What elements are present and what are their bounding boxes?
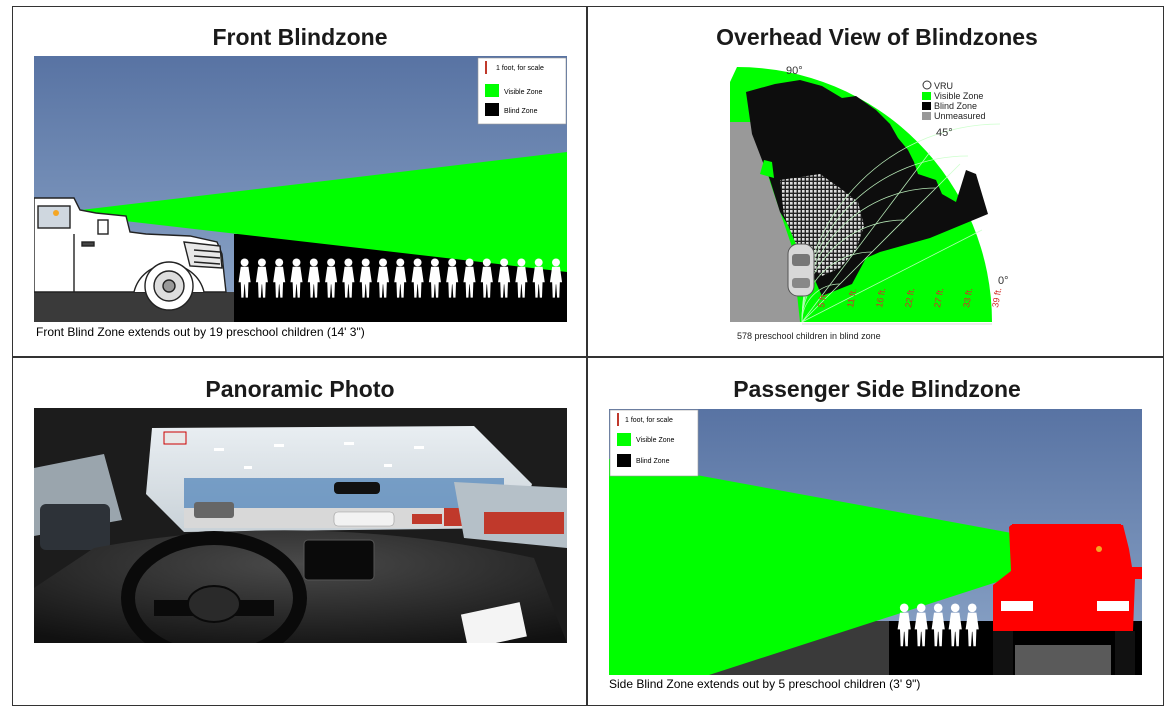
paper-document <box>460 602 527 643</box>
panoramic-photo-title: Panoramic Photo <box>205 376 395 402</box>
distance-label: 5 ft. <box>816 292 828 309</box>
child-silhouette <box>480 258 493 298</box>
distance-labels: 5 ft. 11 ft. 16 ft. 22 ft. 27 ft. 33 ft. 39 ft… <box>816 287 1003 308</box>
legend-unmeasured-label: Unmeasured <box>934 111 986 121</box>
overhead-blindzone-diagram: 5 ft. 11 ft. 16 ft. 22 ft. 27 ft. 33 ft. 39 ft… <box>730 65 1009 325</box>
red-truck-front <box>993 524 1142 675</box>
right-red-rack <box>484 512 564 534</box>
vehicle-top-view <box>787 243 815 297</box>
child-silhouette <box>498 258 511 298</box>
side-blindzone-caption: Side Blind Zone extends out by 5 prescho… <box>609 677 921 691</box>
legend-scale-label: 1 foot, for scale <box>625 417 673 424</box>
child-silhouette <box>948 603 962 647</box>
side-blindzone-title: Passenger Side Blindzone <box>733 376 1021 402</box>
distance-label: 39 ft. <box>990 287 1003 308</box>
child-silhouette <box>290 258 303 298</box>
front-blindzone-diagram: 1 foot, for scale Visible Zone Blind Zon… <box>34 56 567 322</box>
overhead-legend <box>922 80 932 120</box>
grid-divider-horizontal <box>12 356 1164 358</box>
rearview-mirror <box>334 482 380 494</box>
overhead-caption: 578 preschool children in blind zone <box>737 331 881 341</box>
angle-45-label: 45° <box>936 127 953 139</box>
legend-blind-label: Blind Zone <box>504 108 538 115</box>
children-row <box>238 258 563 298</box>
left-truck <box>40 504 110 550</box>
child-silhouette <box>342 258 355 298</box>
distance-label: 27 ft. <box>932 287 945 308</box>
pickup-truck-illustration <box>34 197 227 311</box>
child-silhouette <box>411 258 424 298</box>
distance-label: 16 ft. <box>874 287 887 308</box>
front-blindzone-title: Front Blindzone <box>212 24 388 50</box>
infotainment-screen <box>303 539 375 581</box>
legend-blind-label: Blind Zone <box>636 458 670 465</box>
driver-eye-point <box>53 210 59 216</box>
children-row <box>897 603 979 647</box>
front-blindzone-caption: Front Blind Zone extends out by 19 presc… <box>36 325 365 339</box>
side-blindzone-diagram: 1 foot, for scale Visible Zone Blind Zon… <box>609 409 1142 675</box>
child-silhouette <box>376 258 390 298</box>
child-silhouette <box>359 258 372 298</box>
windshield-sticker <box>163 431 187 445</box>
child-silhouette <box>965 603 979 647</box>
legend-vru-label: VRU <box>934 81 953 91</box>
steering-wheel <box>121 531 307 643</box>
child-silhouette <box>549 258 563 298</box>
child-silhouette <box>273 258 286 298</box>
legend-blind-label: Blind Zone <box>934 101 977 111</box>
child-silhouette <box>428 258 441 298</box>
legend-visible-label: Visible Zone <box>504 89 543 96</box>
child-silhouette <box>463 258 476 298</box>
side-legend <box>609 409 699 477</box>
front-legend <box>477 57 567 125</box>
child-silhouette <box>238 258 251 298</box>
unmeasured-area <box>730 122 800 322</box>
panoramic-photo <box>34 408 567 643</box>
legend-scale-label: 1 foot, for scale <box>496 65 544 72</box>
ceiling-lights <box>214 442 424 469</box>
visible-zone-wedge <box>609 459 1099 675</box>
distance-label: 11 ft. <box>845 288 858 309</box>
distance-label: 22 ft. <box>903 287 916 308</box>
angle-90-label: 90° <box>786 65 803 77</box>
child-silhouette <box>532 258 545 298</box>
child-silhouette <box>307 258 320 298</box>
child-silhouette <box>446 258 459 298</box>
legend-visible-label: Visible Zone <box>636 437 675 444</box>
visible-zone-wedge <box>56 152 567 272</box>
child-silhouette <box>515 258 528 298</box>
child-silhouette <box>931 603 945 647</box>
driver-eye-point <box>1096 546 1102 552</box>
child-silhouette <box>914 603 928 647</box>
child-silhouette <box>897 603 911 647</box>
distance-label: 33 ft. <box>961 287 974 308</box>
blind-zone-detail <box>760 160 774 178</box>
overhead-view-title: Overhead View of Blindzones <box>716 24 1038 50</box>
child-silhouette <box>255 258 268 298</box>
child-silhouette <box>394 258 407 298</box>
legend-visible-label: Visible Zone <box>934 91 983 101</box>
angle-0-label: 0° <box>998 275 1009 287</box>
child-silhouette <box>325 258 338 298</box>
